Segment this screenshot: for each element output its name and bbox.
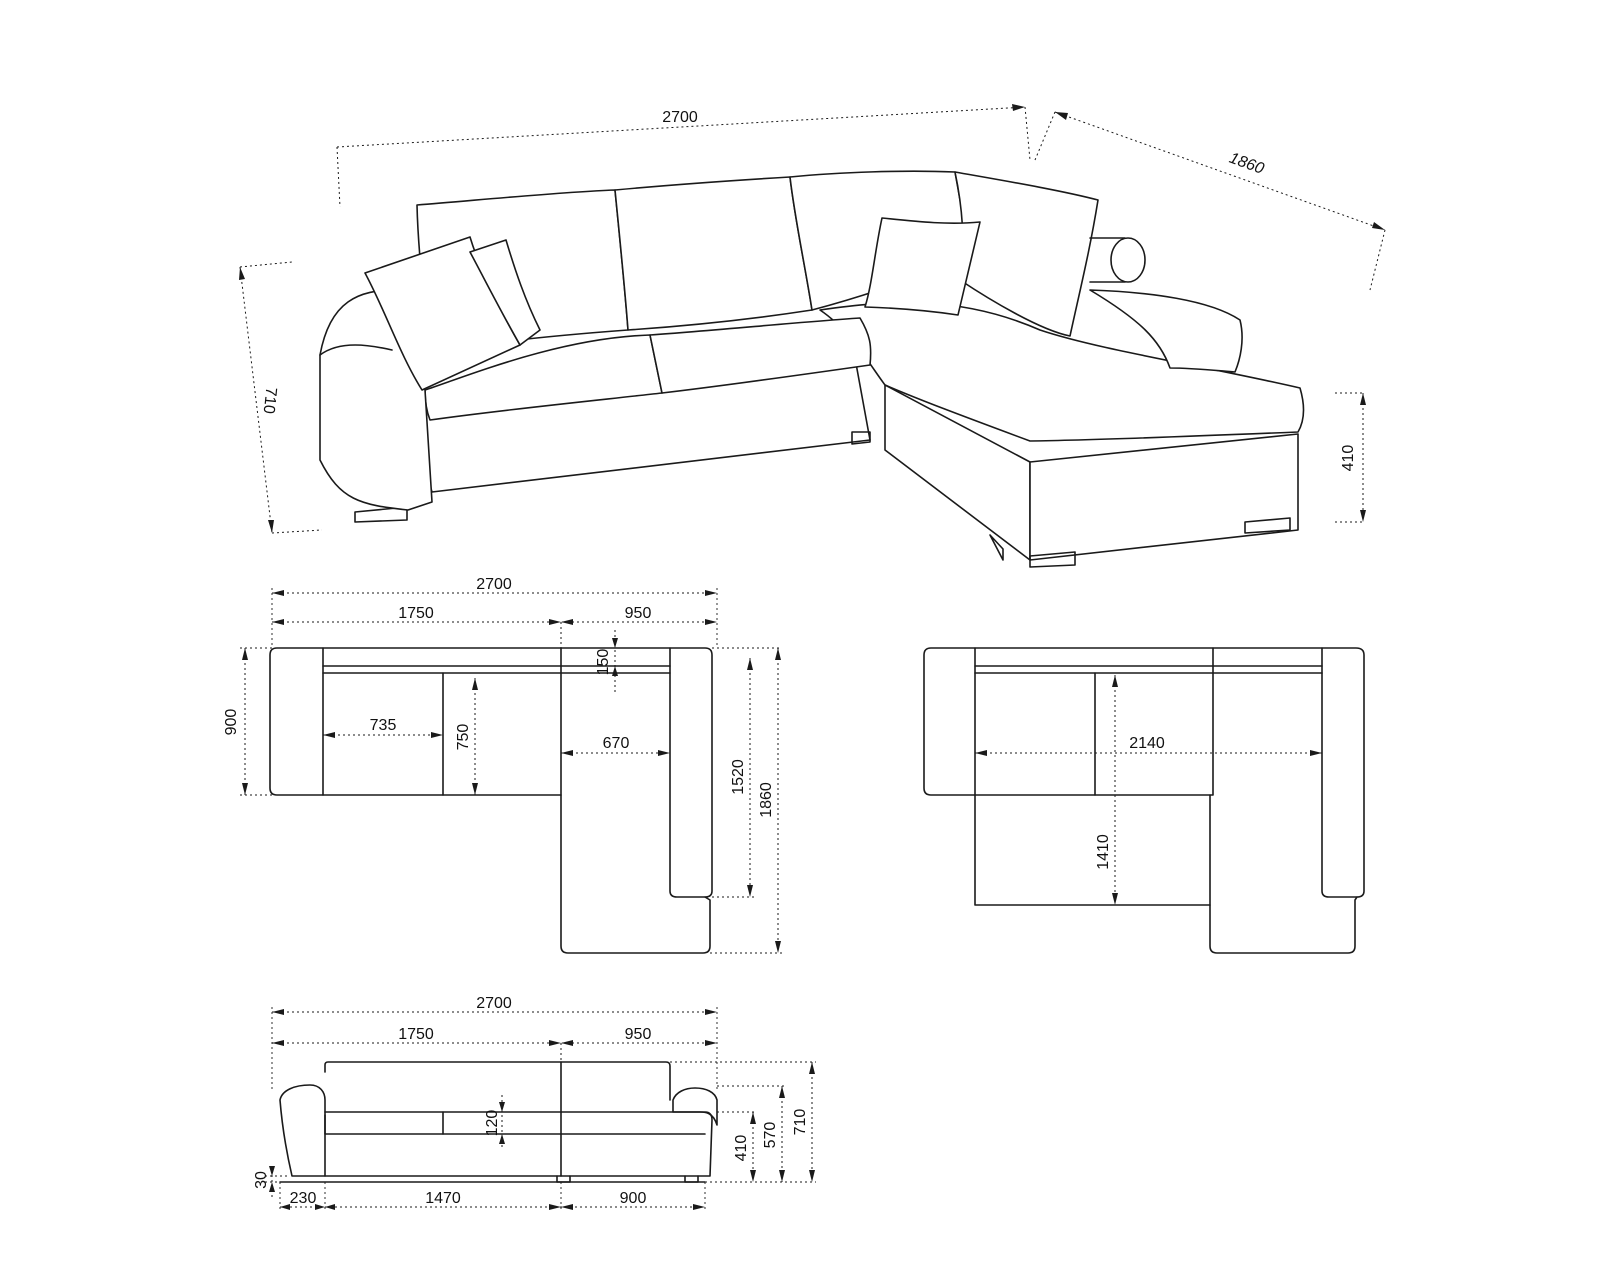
seat-cushion-right <box>649 317 872 394</box>
front-view-leg-left <box>556 1175 571 1183</box>
chaise-seat-cushion <box>819 301 1305 442</box>
dim-front-total-height: 710 <box>792 1109 809 1136</box>
dim-top-chaise-seat-width: 670 <box>603 735 630 752</box>
front-view-left-arm <box>279 1084 326 1177</box>
top-view-right-arm <box>669 647 706 898</box>
left-armrest-top <box>319 344 393 356</box>
dim-perspective-width: 2700 <box>662 109 698 126</box>
dim-perspective-height: 710 <box>260 386 280 414</box>
throw-pillow-2 <box>469 239 541 346</box>
dim-top-total-width: 2700 <box>476 576 512 593</box>
front-view-seat <box>324 1111 713 1177</box>
dim-bed-length: 1410 <box>1095 834 1112 870</box>
dim-front-seat-span: 1470 <box>425 1190 461 1207</box>
bed-view: 2140 1410 <box>923 647 1365 954</box>
dim-top-seat-width: 735 <box>370 717 397 734</box>
left-leg <box>354 506 408 523</box>
dim-front-chaise-width: 950 <box>625 1026 652 1043</box>
bed-view-right-arm <box>1321 647 1358 898</box>
dim-front-main-width: 1750 <box>398 1026 434 1043</box>
bed-view-seat-divider-2 <box>974 647 1214 796</box>
top-view-backrest <box>322 665 671 674</box>
dim-front-leg-height: 30 <box>253 1171 270 1189</box>
dim-line-depth <box>1054 111 1386 231</box>
dim-top-chaise-width: 950 <box>625 605 652 622</box>
dim-top-seat-depth: 750 <box>455 724 472 751</box>
dim-top-main-width: 1750 <box>398 605 434 622</box>
dim-front-total-width: 2700 <box>476 995 512 1012</box>
bed-view-backrest <box>974 665 1323 674</box>
dim-front-chaise-seat: 900 <box>620 1190 647 1207</box>
dim-top-chaise-inner-length: 1520 <box>730 759 747 795</box>
bolster-body <box>1089 237 1126 283</box>
front-view-right-arm <box>672 1087 718 1126</box>
chaise-leg-side <box>989 534 1004 561</box>
dim-front-seat-height: 410 <box>733 1135 750 1162</box>
perspective-view: 2700 1860 710 410 <box>239 104 1386 568</box>
dim-top-chaise-length: 1860 <box>758 782 775 818</box>
chaise-front-base <box>1029 433 1299 561</box>
dim-perspective-seat-height: 410 <box>1340 445 1357 472</box>
top-view-outline <box>269 647 713 954</box>
dim-top-backrest-depth: 150 <box>595 649 612 676</box>
dim-front-arm-width: 230 <box>290 1190 317 1207</box>
front-view: 2700 1750 950 120 410 570 710 30 230 147… <box>253 995 816 1212</box>
dim-top-depth: 900 <box>223 709 240 736</box>
bolster-cushion <box>1110 237 1146 283</box>
back-cushion-2 <box>614 176 813 331</box>
front-view-back <box>324 1061 671 1101</box>
chaise-leg-right <box>1244 517 1291 534</box>
front-view-leg-right <box>684 1175 699 1183</box>
dim-perspective-depth: 1860 <box>1227 150 1266 178</box>
bed-view-outline <box>923 647 1365 954</box>
right-armrest <box>1089 289 1243 373</box>
center-leg <box>851 431 871 445</box>
dim-bed-width: 2140 <box>1129 735 1165 752</box>
chaise-leg-front <box>1029 551 1076 568</box>
front-view-cushion-divider <box>442 1111 562 1177</box>
dim-front-armrest-height: 570 <box>762 1122 779 1149</box>
seat-cushion-left <box>424 334 663 421</box>
top-view: 2700 1750 950 150 900 735 750 670 1520 1… <box>223 576 782 954</box>
throw-pillow-3 <box>864 217 981 316</box>
dim-front-cushion-height: 120 <box>484 1110 501 1137</box>
